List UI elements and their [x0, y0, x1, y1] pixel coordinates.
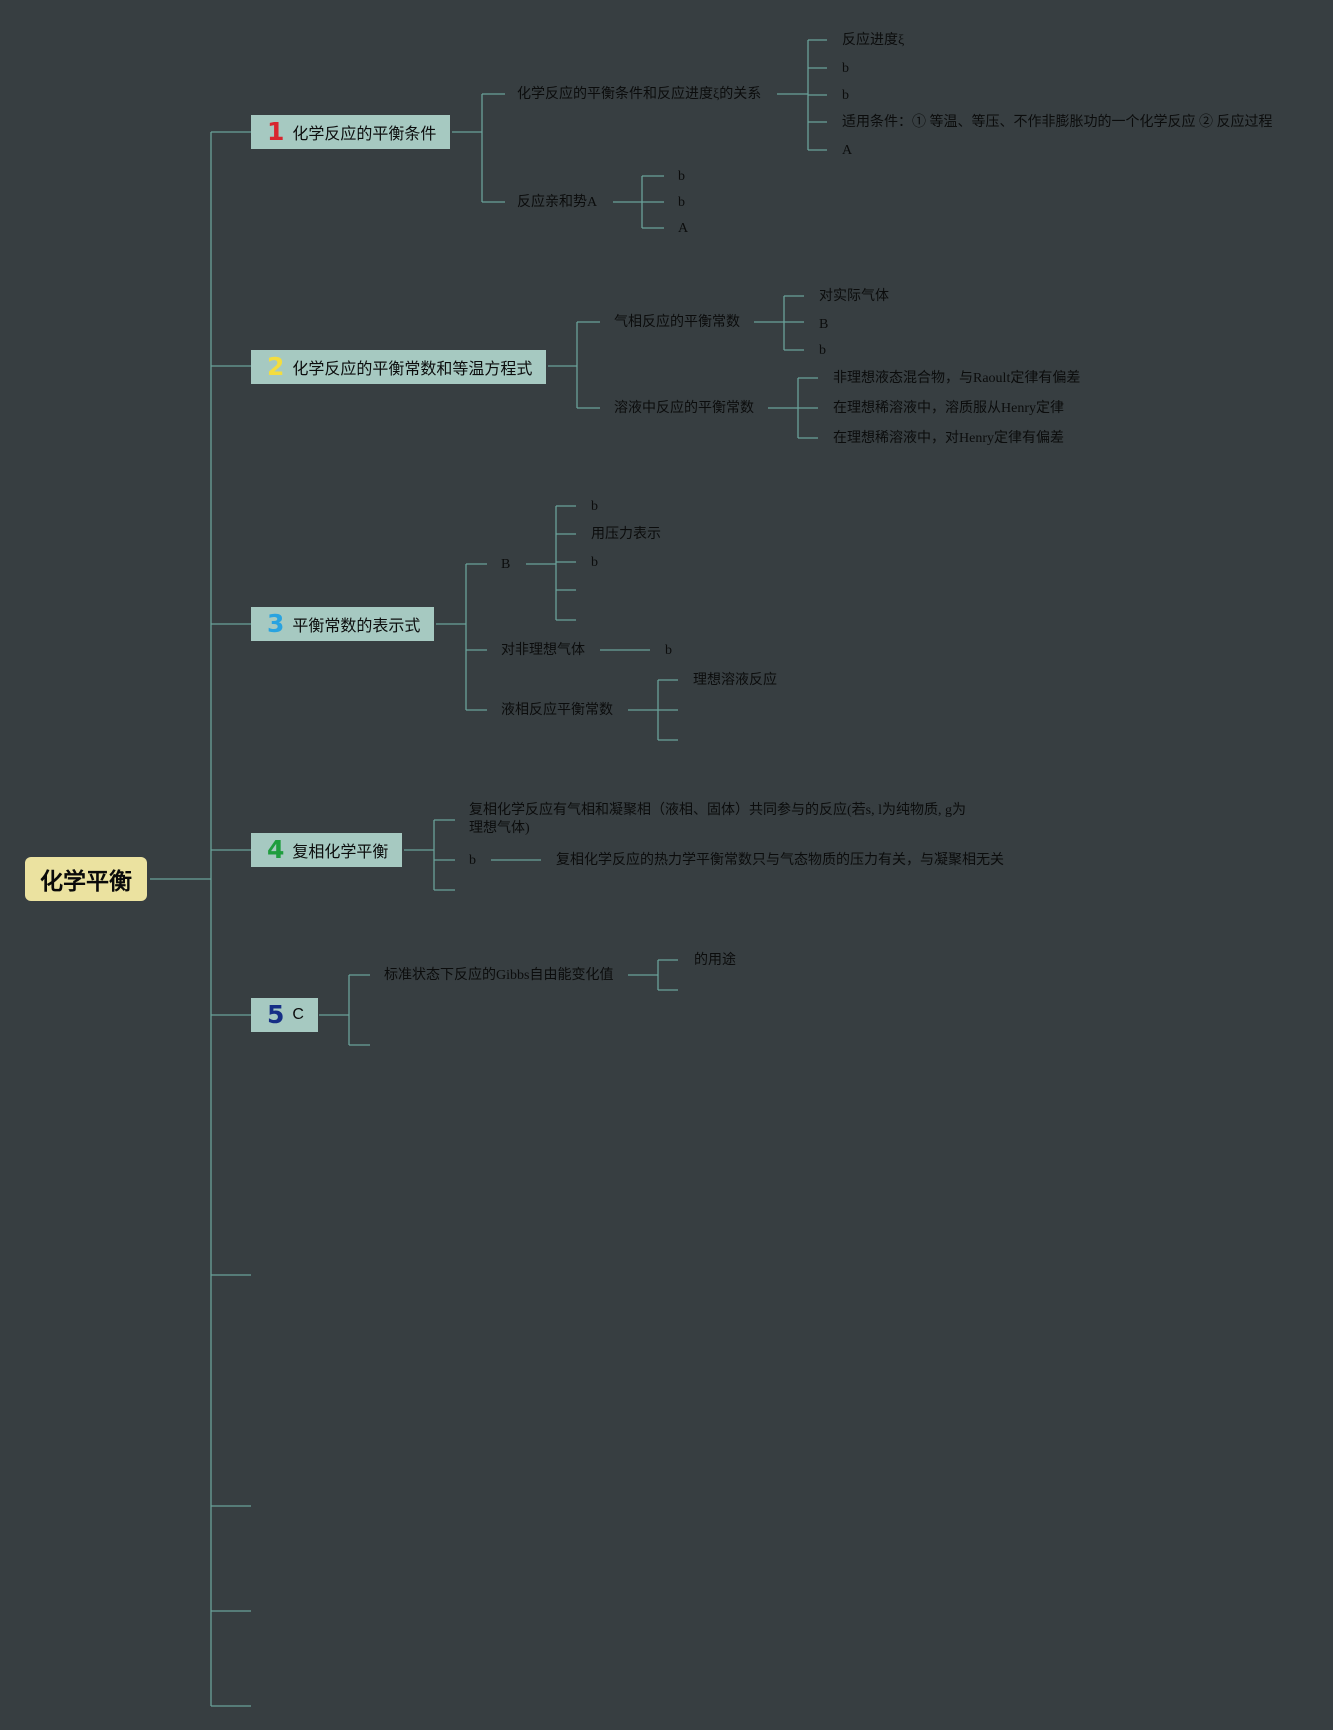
leaf-1-2-3[interactable]: A [678, 221, 689, 236]
subtopic-2-2[interactable]: 溶液中反应的平衡常数 [614, 401, 754, 416]
topic-1[interactable]: 1 化学反应的平衡条件 [251, 115, 451, 149]
number-3-icon: 3 [267, 609, 285, 638]
leaf-5-1-1[interactable]: 的用途 [694, 953, 736, 968]
leaf-1-1-2[interactable]: b [842, 61, 849, 76]
leaf-2-2-2[interactable]: 在理想稀溶液中，溶质服从Henry定律 [833, 401, 1064, 416]
topic-5[interactable]: 5 C [251, 998, 318, 1032]
subtopic-2-1[interactable]: 气相反应的平衡常数 [614, 315, 740, 330]
topic-3[interactable]: 3 平衡常数的表示式 [251, 607, 435, 641]
number-5-icon: 5 [267, 1000, 285, 1029]
subtopic-1-1[interactable]: 化学反应的平衡条件和反应进度ξ的关系 [517, 87, 762, 102]
leaf-1-2-1[interactable]: b [678, 169, 685, 184]
leaf-1-1-1[interactable]: 反应进度ξ [842, 33, 905, 48]
topic-5-label: C [292, 1006, 304, 1023]
topic-4-label: 复相化学平衡 [292, 844, 389, 861]
leaf-3-1-2[interactable]: 用压力表示 [591, 527, 661, 542]
number-4-icon: 4 [267, 835, 285, 864]
leaf-2-2-1[interactable]: 非理想液态混合物，与Raoult定律有偏差 [833, 371, 1081, 386]
subtopic-1-2[interactable]: 反应亲和势A [517, 195, 598, 210]
number-2-icon: 2 [267, 352, 285, 381]
topic-4[interactable]: 4 复相化学平衡 [251, 833, 403, 867]
subtopic-3-2[interactable]: 对非理想气体 [501, 643, 585, 658]
leaf-1-2-2[interactable]: b [678, 195, 685, 210]
leaf-4-2-1[interactable]: 复相化学反应的热力学平衡常数只与气态物质的压力有关，与凝聚相无关 [556, 853, 1004, 868]
leaf-2-1-3[interactable]: b [819, 343, 826, 358]
leaf-3-2-1[interactable]: b [665, 643, 672, 658]
leaf-1-1-5[interactable]: A [842, 143, 853, 158]
leaf-2-1-2[interactable]: B [819, 317, 829, 332]
subtopic-3-1[interactable]: B [501, 557, 511, 572]
subtopic-4-2[interactable]: b [469, 853, 476, 868]
leaf-1-1-3[interactable]: b [842, 88, 849, 103]
subtopic-4-1[interactable]: 复相化学反应有气相和凝聚相（液相、固体）共同参与的反应(若s, l为纯物质, g… [469, 803, 966, 836]
leaf-3-1-3[interactable]: b [591, 555, 598, 570]
topic-3-label: 平衡常数的表示式 [292, 618, 421, 635]
leaf-2-1-1[interactable]: 对实际气体 [819, 289, 889, 304]
number-1-icon: 1 [267, 117, 285, 146]
leaf-2-2-3[interactable]: 在理想稀溶液中，对Henry定律有偏差 [833, 431, 1064, 446]
leaf-3-1-1[interactable]: b [591, 499, 598, 514]
topic-2[interactable]: 2 化学反应的平衡常数和等温方程式 [251, 350, 547, 384]
subtopic-3-3[interactable]: 液相反应平衡常数 [501, 703, 613, 718]
leaf-1-1-4[interactable]: 适用条件：① 等温、等压、不作非膨胀功的一个化学反应 ② 反应过程 [842, 115, 1273, 130]
root-label: 化学平衡 [40, 869, 132, 895]
leaf-3-3-1[interactable]: 理想溶液反应 [693, 673, 777, 688]
topic-1-label: 化学反应的平衡条件 [292, 126, 437, 143]
topic-2-label: 化学反应的平衡常数和等温方程式 [292, 361, 533, 378]
subtopic-5-1[interactable]: 标准状态下反应的Gibbs自由能变化值 [384, 968, 614, 983]
root-node[interactable]: 化学平衡 [25, 857, 147, 901]
